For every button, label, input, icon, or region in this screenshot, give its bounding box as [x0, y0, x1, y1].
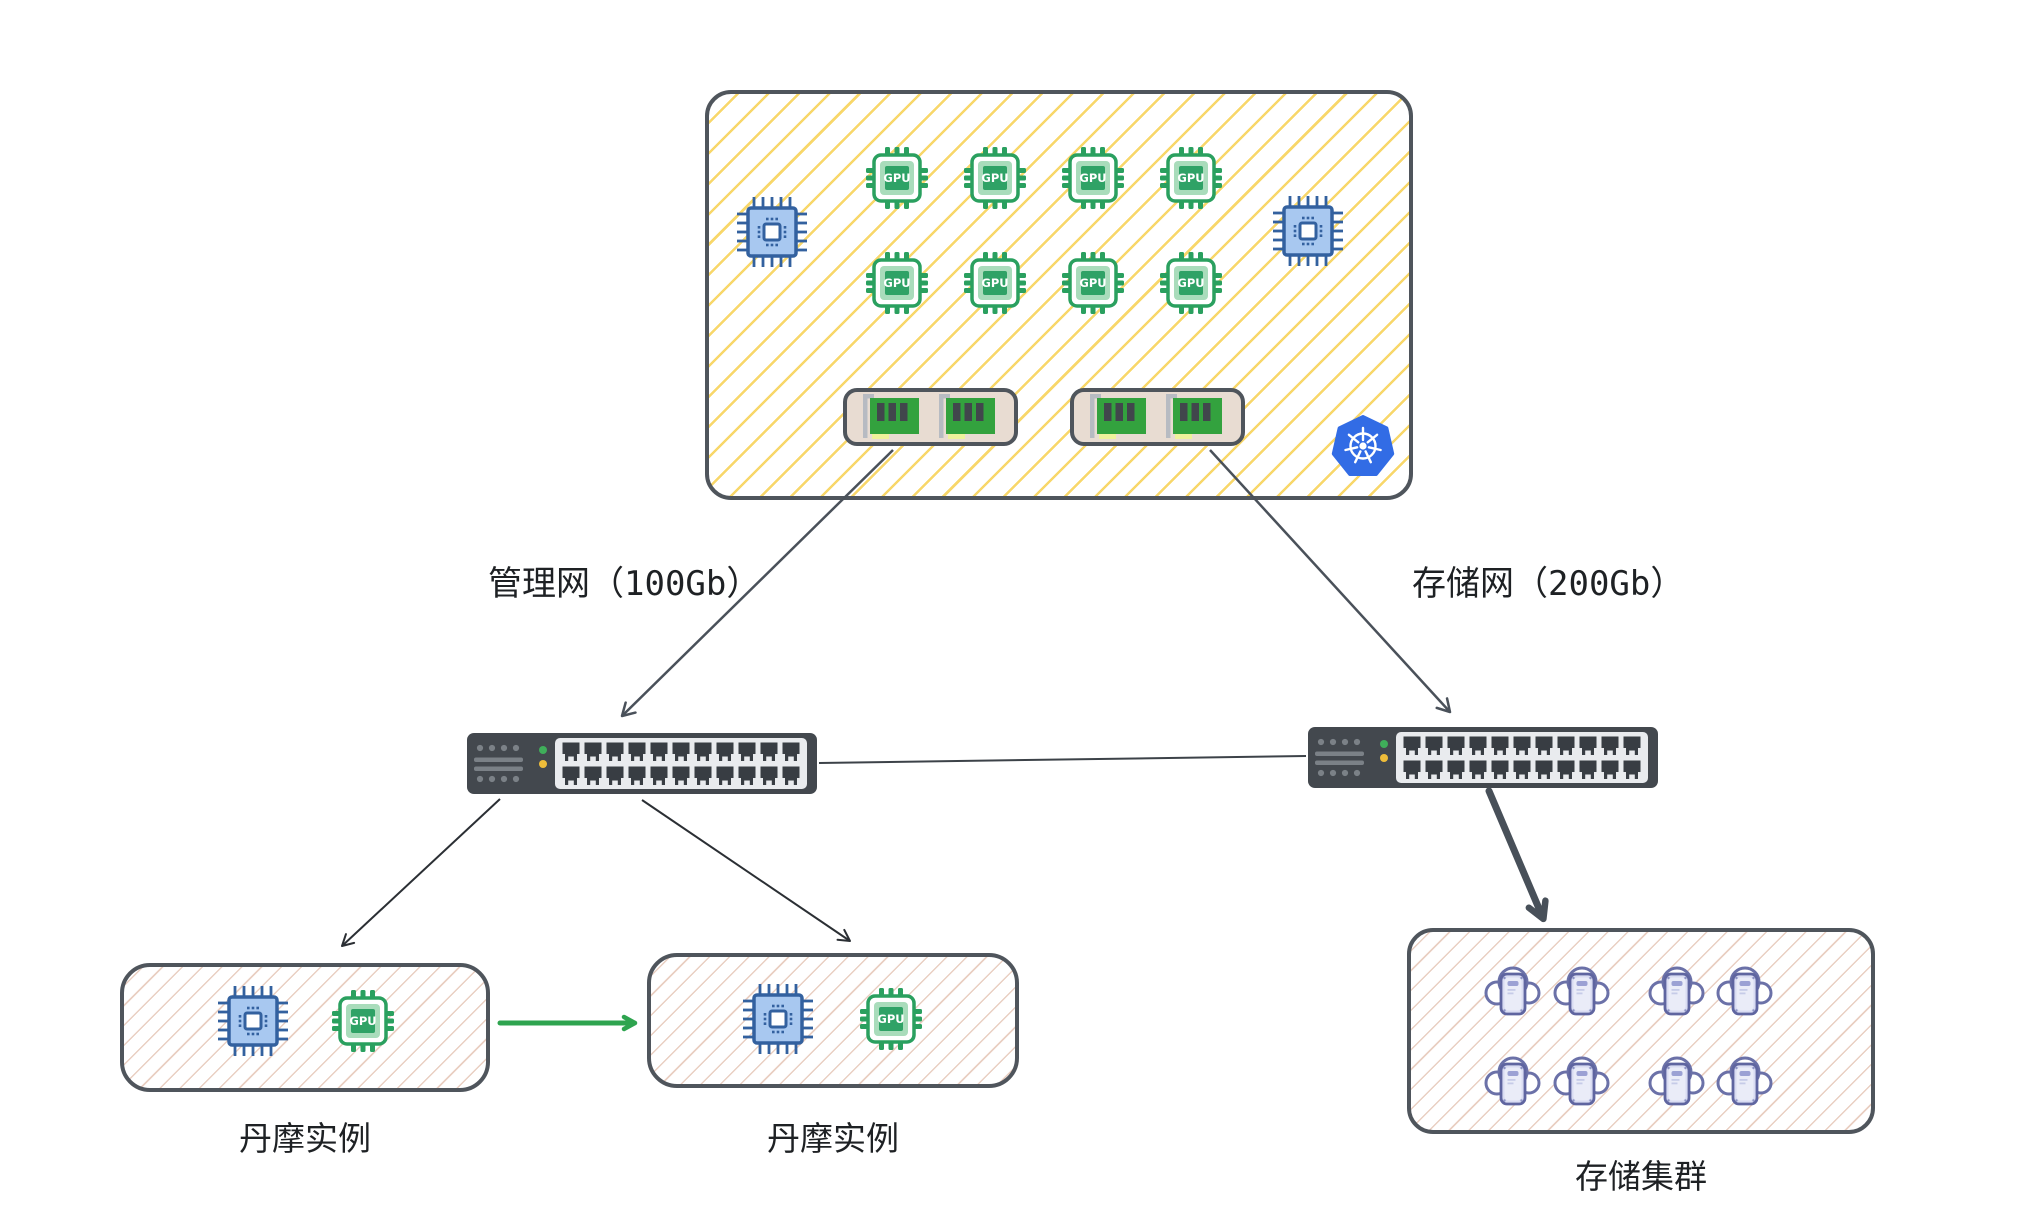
management-network-label: 管理网（100Gb）: [488, 564, 761, 604]
cpu-chip-icon: [742, 983, 814, 1055]
gpu-server-box: [705, 90, 1413, 500]
instance-label-2: 丹摩实例: [767, 1119, 899, 1158]
storage-cluster-box: [1407, 928, 1875, 1134]
instance-label-1: 丹摩实例: [239, 1119, 371, 1158]
gpu-chip-icon: [1061, 146, 1125, 210]
arrow-switch-to-storage: [1485, 787, 1549, 923]
gpu-chip-icon: [865, 251, 929, 315]
gpu-chip-icon: [859, 987, 923, 1051]
gpu-chip-icon: [865, 146, 929, 210]
cloud-storage-icon: [1553, 1056, 1610, 1106]
arrow-switch-to-instance-2: [641, 799, 851, 942]
cpu-chip-icon: [736, 196, 808, 268]
network-switch-left: [467, 733, 817, 794]
cloud-storage-icon: [1648, 966, 1705, 1016]
ram-card-icon: [1090, 394, 1146, 439]
gpu-chip-icon: [1061, 251, 1125, 315]
cloud-storage-icon: [1553, 966, 1610, 1016]
ram-module: [1070, 388, 1245, 446]
arrow-switch-to-instance-1: [341, 798, 501, 947]
instance-box-2: [647, 953, 1019, 1088]
gpu-chip-icon: [1159, 146, 1223, 210]
gpu-chip-icon: [963, 146, 1027, 210]
ram-card-icon: [863, 394, 919, 439]
ram-card-icon: [939, 394, 995, 439]
cloud-storage-icon: [1484, 1056, 1541, 1106]
cloud-storage-icon: [1716, 966, 1773, 1016]
gpu-chip-icon: [331, 989, 395, 1053]
inter-switch-link: [818, 755, 1307, 764]
storage-network-label: 存储网（200Gb）: [1412, 564, 1685, 604]
ram-module: [843, 388, 1018, 446]
cpu-chip-icon: [1272, 195, 1344, 267]
cpu-chip-icon: [217, 985, 289, 1057]
cloud-storage-icon: [1648, 1056, 1705, 1106]
ram-card-icon: [1166, 394, 1222, 439]
gpu-chip-icon: [963, 251, 1027, 315]
storage-cluster-label: 存储集群: [1575, 1157, 1707, 1196]
gpu-chip-icon: [1159, 251, 1223, 315]
cloud-storage-icon: [1484, 966, 1541, 1016]
kubernetes-icon: [1331, 415, 1395, 476]
instance-box-1: [120, 963, 490, 1092]
cloud-storage-icon: [1716, 1056, 1773, 1106]
network-switch-right: [1308, 727, 1658, 788]
